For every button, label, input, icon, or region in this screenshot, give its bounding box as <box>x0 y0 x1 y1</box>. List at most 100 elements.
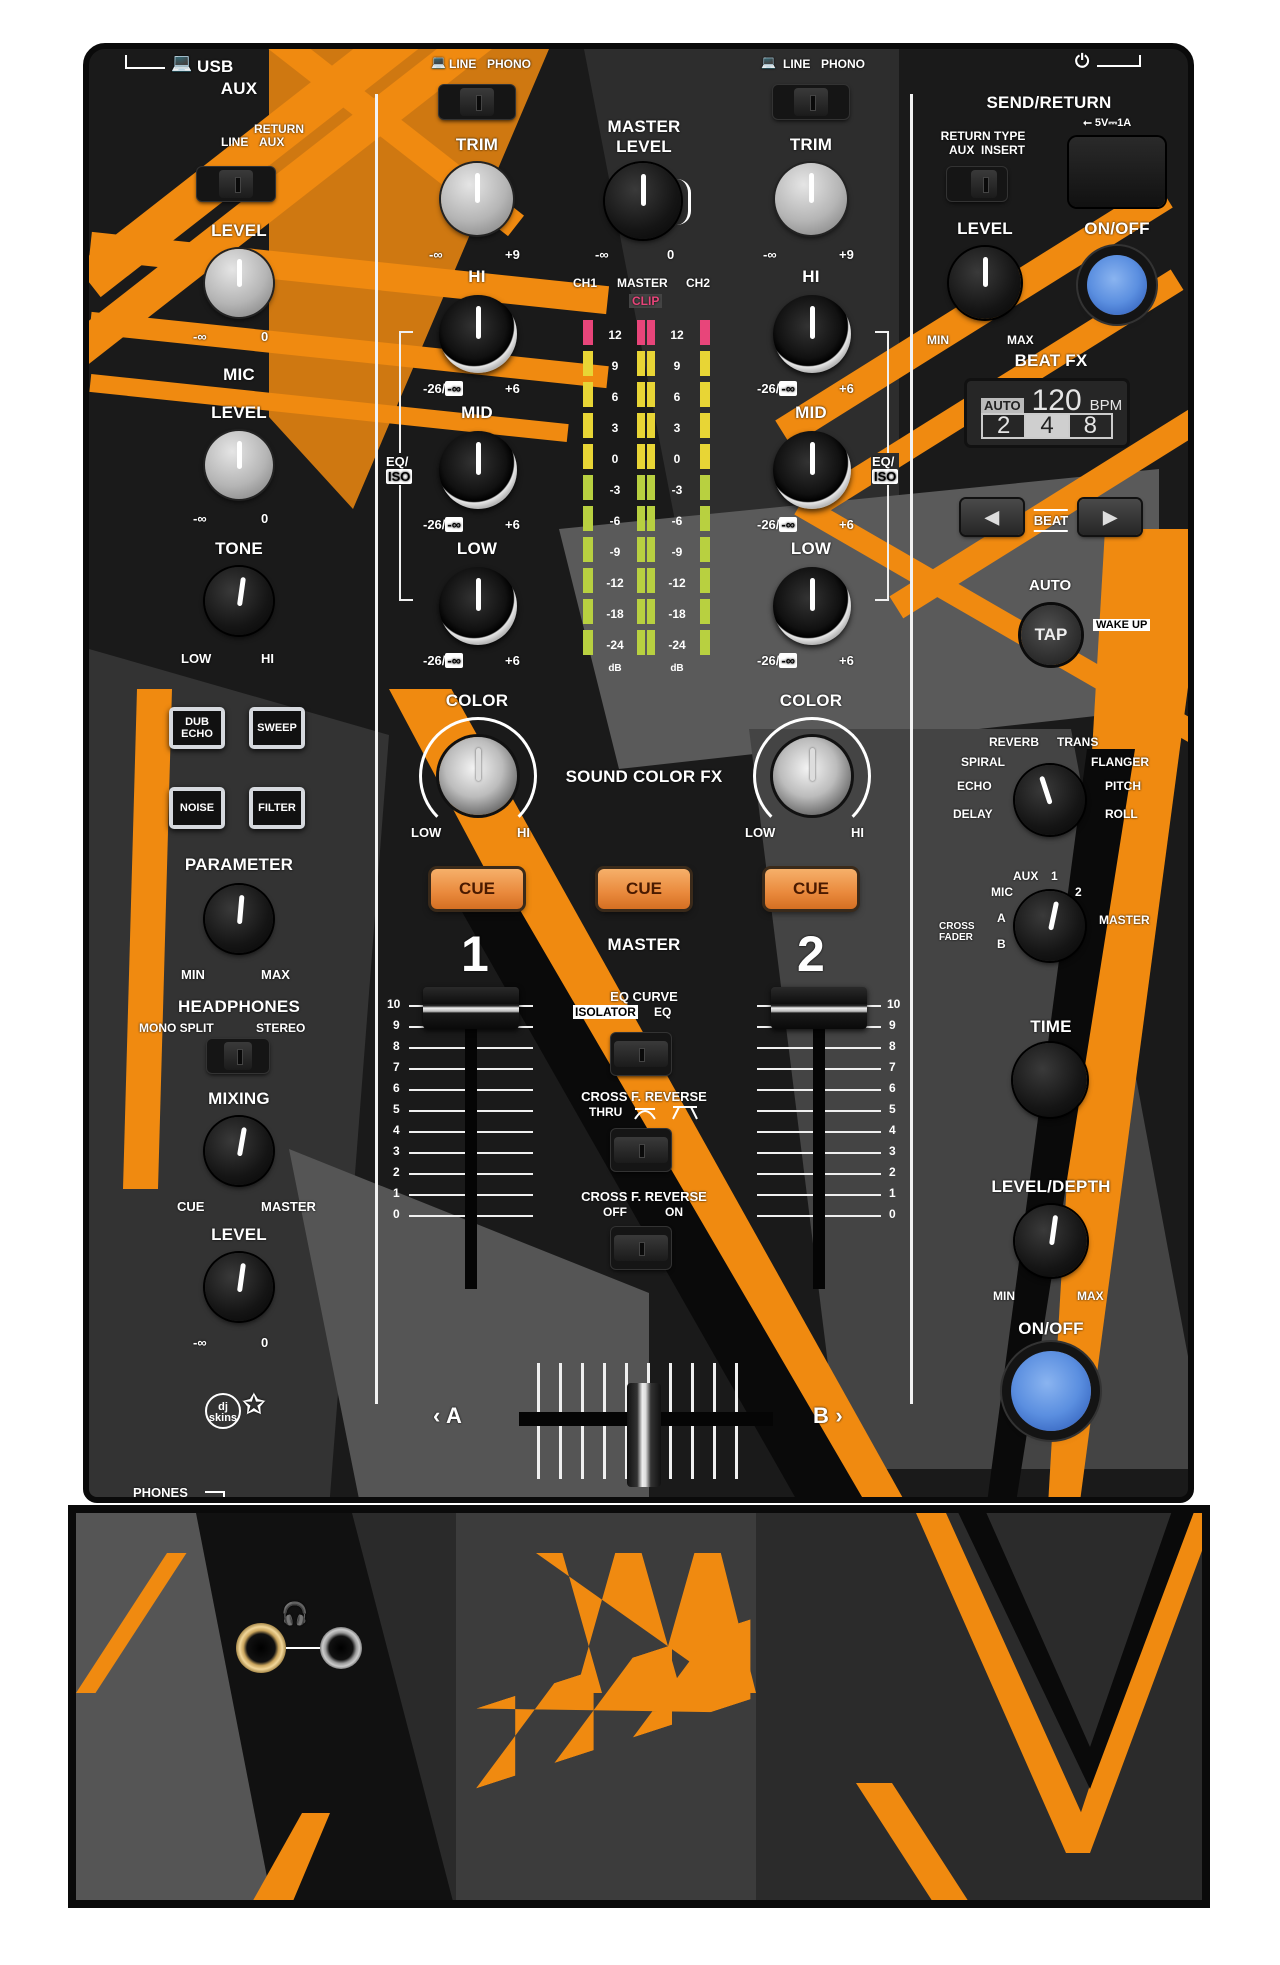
filter-button[interactable]: FILTER <box>249 787 305 829</box>
headphone-mode-switch[interactable] <box>207 1039 269 1073</box>
phones-jack-small[interactable] <box>320 1627 362 1669</box>
ch-select-crossfader-label: CROSS FADER <box>939 921 975 943</box>
master-cue-button[interactable]: CUE <box>598 869 690 909</box>
ch1-input-switch[interactable] <box>439 85 515 119</box>
level-depth-label: LEVEL/DEPTH <box>991 1177 1111 1196</box>
aux-level-knob[interactable] <box>205 249 273 317</box>
master-level-label-2: LEVEL <box>616 137 672 156</box>
ch-select-2-label: 2 <box>1075 885 1082 899</box>
crossfader-curve-switch[interactable] <box>611 1129 671 1171</box>
power-icon: ⏻ <box>1075 51 1090 71</box>
headphone-level-knob[interactable] <box>205 1253 273 1321</box>
ch2-cue-button[interactable]: CUE <box>765 869 857 909</box>
ch2-color-min: LOW <box>745 825 776 840</box>
ch2-low-label: LOW <box>790 539 832 558</box>
ch-select-aux-label: AUX <box>1013 869 1039 883</box>
master-level-meter-r <box>647 320 655 655</box>
effect-echo-label: ECHO <box>957 779 992 793</box>
send-return-onoff-label: ON/OFF <box>1084 219 1150 238</box>
ch2-color-label: COLOR <box>779 691 843 710</box>
ch1-hi-knob[interactable] <box>439 295 517 373</box>
usb-port-cover <box>1069 137 1165 207</box>
beat-right-button[interactable]: ▶ <box>1079 499 1141 535</box>
level-depth-knob[interactable] <box>1015 1205 1087 1277</box>
sweep-button[interactable]: SWEEP <box>249 707 305 749</box>
cross-f-reverse-switch[interactable] <box>611 1227 671 1269</box>
master-level-knob[interactable] <box>605 163 681 239</box>
thru-label: THRU <box>589 1105 623 1119</box>
ch2-channel-fader[interactable] <box>771 987 867 1029</box>
laptop-icon: 💻 <box>171 53 193 72</box>
beat-label: BEAT <box>1033 509 1069 532</box>
parameter-knob[interactable] <box>205 885 273 953</box>
parameter-min: MIN <box>181 967 205 982</box>
ch1-low-knob[interactable] <box>439 567 517 645</box>
aux-level-max: 0 <box>261 329 269 344</box>
tap-button[interactable]: TAP <box>1021 605 1081 665</box>
tone-label: TONE <box>215 539 263 558</box>
jack-connector-line <box>286 1647 320 1649</box>
crossfader-cap[interactable] <box>627 1383 661 1487</box>
phones-jack-large[interactable] <box>236 1623 286 1673</box>
ch2-mid-knob[interactable] <box>773 431 851 509</box>
ch-select-1-label: 1 <box>1051 869 1058 883</box>
aux-input-switch[interactable] <box>197 167 275 201</box>
headphones-icon: 🎧 <box>281 1601 309 1626</box>
ch1-low-min: -26/-∞ <box>423 653 464 668</box>
ch2-low-knob[interactable] <box>773 567 851 645</box>
ch2-input-switch[interactable] <box>773 85 849 119</box>
headphone-mixing-knob[interactable] <box>205 1117 273 1185</box>
beat-left-button[interactable]: ◀ <box>961 499 1023 535</box>
cross-f-reverse-curve-title: CROSS F. REVERSE <box>581 1089 707 1104</box>
headphone-level-min: -∞ <box>193 1335 207 1350</box>
front-background-artwork <box>76 1513 1202 1900</box>
ch2-hi-knob[interactable] <box>773 295 851 373</box>
ch2-mid-max: +6 <box>839 517 854 532</box>
ch2-trim-knob[interactable] <box>775 163 847 235</box>
ch2-color-knob[interactable] <box>773 737 851 815</box>
ch1-color-knob[interactable] <box>439 737 517 815</box>
crossfader-curve-icons <box>634 1106 698 1120</box>
mixer-top-panel: 💻 USB AUX RETURN LINE AUX LEVEL -∞ 0 MIC… <box>83 43 1194 1503</box>
mixing-min: CUE <box>177 1199 205 1214</box>
mixer-front-panel: 🎧 <box>68 1505 1210 1908</box>
send-return-level-max: MAX <box>1007 333 1034 347</box>
ch1-cue-button[interactable]: CUE <box>431 869 523 909</box>
dub-echo-button[interactable]: DUB ECHO <box>169 707 225 749</box>
phones-label: PHONES <box>133 1485 188 1500</box>
ch1-color-arc <box>419 717 537 835</box>
noise-button[interactable]: NOISE <box>169 787 225 829</box>
return-type-aux-label: AUX <box>949 143 975 157</box>
beat-fx-channel-select-knob[interactable] <box>1015 891 1085 961</box>
ch1-trim-knob[interactable] <box>441 163 513 235</box>
tone-knob[interactable] <box>205 567 273 635</box>
aux-title: AUX <box>220 79 258 98</box>
stereo-label: STEREO <box>256 1021 306 1035</box>
time-label: TIME <box>1030 1017 1072 1036</box>
aux-line-label: LINE <box>221 135 249 149</box>
return-type-switch[interactable] <box>947 167 1007 201</box>
time-knob[interactable] <box>1013 1043 1087 1117</box>
mic-level-label: LEVEL <box>211 403 267 422</box>
beat-fx-onoff-button[interactable] <box>1011 1351 1091 1431</box>
aux-aux-label: AUX <box>259 135 285 149</box>
mic-level-knob[interactable] <box>205 431 273 499</box>
ch1-fader-track <box>465 1009 477 1289</box>
ch1-channel-fader[interactable] <box>423 987 519 1029</box>
send-return-onoff-button[interactable] <box>1087 255 1147 315</box>
ch1-mid-knob[interactable] <box>439 431 517 509</box>
master-meter-label: MASTER <box>617 276 668 290</box>
ch-select-b-label: B <box>997 937 1006 951</box>
ch2-mid-min: -26/-∞ <box>757 517 798 532</box>
ch1-trim-max: +9 <box>505 247 520 262</box>
parameter-label: PARAMETER <box>184 855 294 874</box>
ch2-hi-label: HI <box>802 267 820 286</box>
ch2-mid-label: MID <box>795 403 827 422</box>
ch2-trim-label: TRIM <box>789 135 833 154</box>
eq-curve-switch[interactable] <box>611 1033 671 1075</box>
effect-delay-label: DELAY <box>953 807 993 821</box>
beat-fx-select-knob[interactable] <box>1015 765 1085 835</box>
divider-right <box>910 94 913 1404</box>
send-return-level-knob[interactable] <box>949 247 1021 319</box>
crossfader-b-label: B › <box>813 1403 843 1428</box>
